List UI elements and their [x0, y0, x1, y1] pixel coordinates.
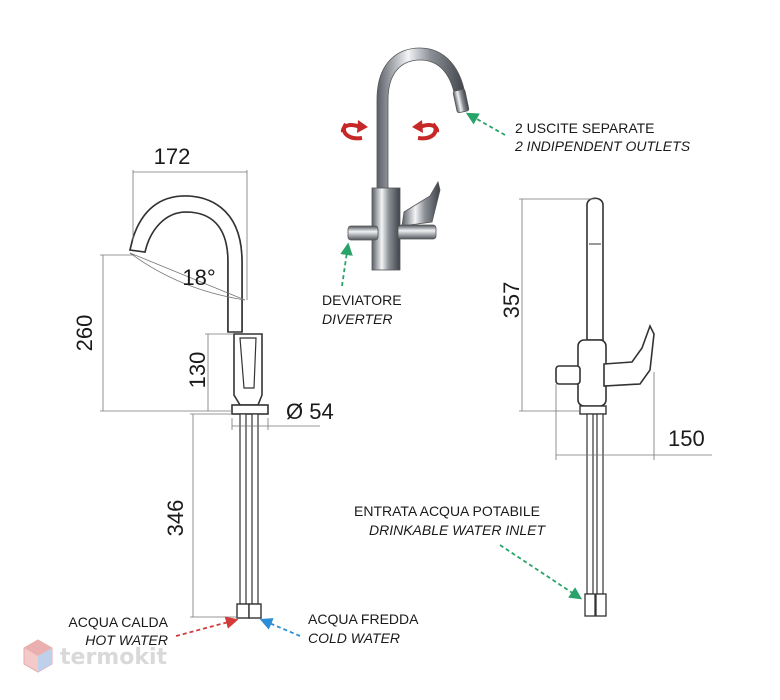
dim-spout-reach: 172 [154, 144, 191, 169]
photo-gooseneck [376, 47, 467, 191]
label-inlet-en: DRINKABLE WATER INLET [369, 522, 547, 538]
front-lever [239, 337, 257, 389]
watermark-logo: termokit [23, 639, 167, 673]
label-hot-en: HOT WATER [85, 632, 168, 648]
front-fitting-left [236, 603, 250, 619]
rotate-right-icon [412, 120, 440, 141]
photo-diverter-knob [347, 225, 379, 241]
faucet-photo: 2 USCITE SEPARATE 2 INDIPENDENT OUTLETS … [322, 47, 691, 327]
water-supply-labels: ACQUA CALDA HOT WATER ACQUA FREDDA COLD … [68, 611, 419, 648]
front-body [233, 333, 263, 406]
side-view: 357 150 ENTRATA ACQUA POTABILE DRINKABLE… [354, 197, 712, 617]
dim-spout-height: 260 [72, 315, 97, 352]
dim-lever-height: 130 [185, 352, 210, 389]
dim-base-diameter: Ø 54 [286, 399, 334, 424]
photo-lever [401, 180, 441, 227]
front-hose-left [239, 413, 247, 605]
inlet-arrow [499, 544, 583, 600]
dim-side-depth: 150 [668, 426, 705, 451]
front-fitting-right [248, 603, 262, 619]
watermark-text: termokit [60, 645, 167, 670]
label-outlets-it: 2 USCITE SEPARATE [515, 120, 655, 136]
label-cold-it: ACQUA FREDDA [308, 611, 419, 627]
diverter-arrow [340, 242, 353, 287]
dim-side-height: 357 [499, 282, 524, 319]
side-spout [586, 197, 604, 341]
outlets-arrow [465, 112, 506, 136]
dim-hose-length: 346 [163, 500, 188, 537]
front-base [231, 404, 269, 415]
side-hose-right [596, 413, 604, 595]
front-hose-right [251, 413, 259, 605]
label-cold-en: COLD WATER [308, 630, 400, 646]
label-diverter-it: DEVIATORE [322, 292, 402, 308]
front-spout-fill [129, 195, 243, 333]
side-diverter-knob [555, 365, 581, 385]
label-diverter-en: DIVERTER [322, 311, 393, 327]
label-outlets-en: 2 INDIPENDENT OUTLETS [514, 138, 691, 154]
hot-water-arrow [175, 616, 239, 637]
front-view: 172 18° 260 130 Ø 54 346 [72, 144, 334, 619]
label-hot-it: ACQUA CALDA [68, 614, 168, 630]
side-lever [603, 323, 655, 387]
label-inlet-it: ENTRATA ACQUA POTABILE [354, 503, 540, 519]
cold-water-arrow [259, 618, 301, 637]
dim-spout-angle: 18° [182, 265, 215, 290]
side-hose-left [586, 413, 594, 595]
rotate-left-icon [340, 120, 368, 141]
side-body [577, 339, 607, 407]
